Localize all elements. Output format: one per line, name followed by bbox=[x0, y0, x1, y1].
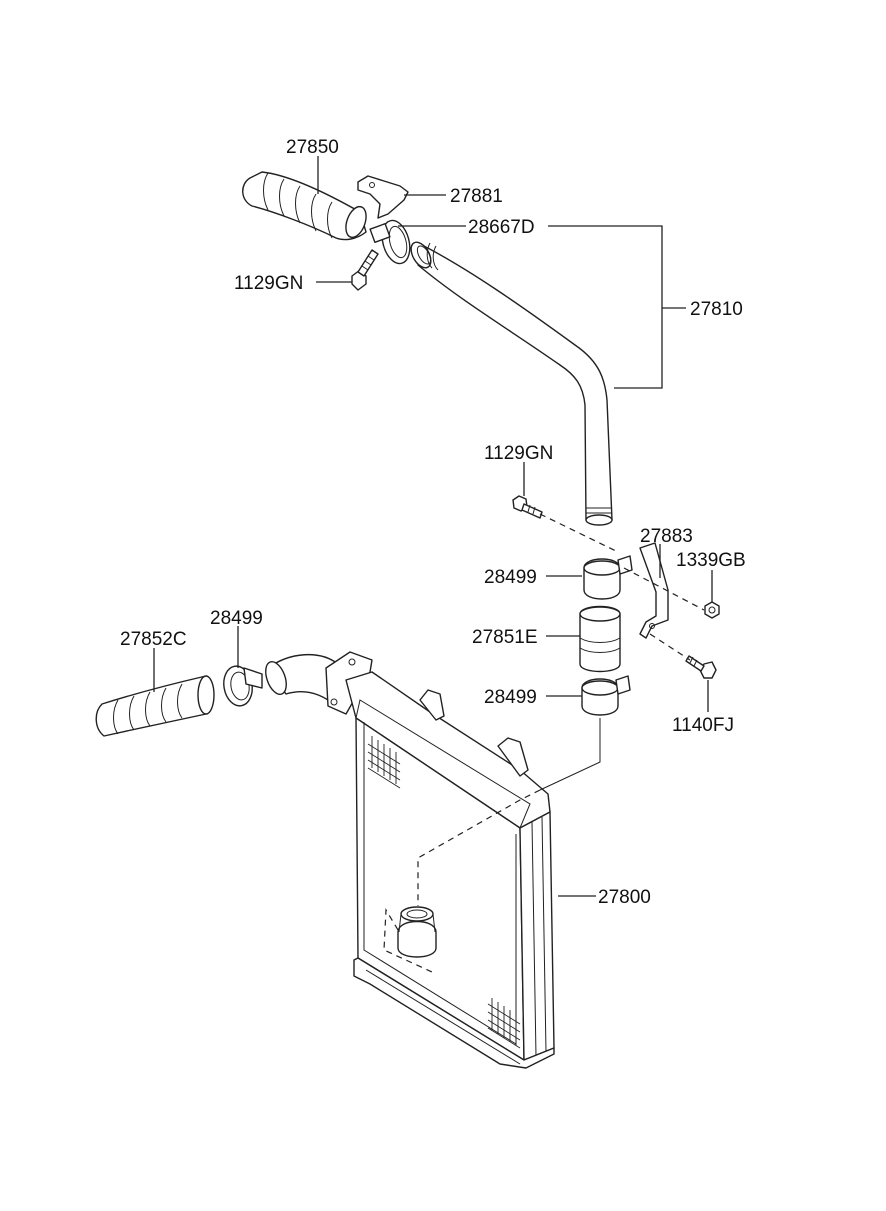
hose-left bbox=[95, 675, 215, 737]
label-clamp-mid-top: 28499 bbox=[484, 567, 537, 588]
hose-upper bbox=[242, 171, 367, 241]
label-bolt-lower: 1140FJ bbox=[672, 715, 734, 736]
label-bolt-upper: 1129GN bbox=[234, 273, 303, 294]
bolt-lower bbox=[685, 655, 717, 679]
bolt-mid bbox=[512, 495, 543, 519]
leader-lines bbox=[153, 156, 713, 897]
label-hose-upper: 27850 bbox=[286, 137, 339, 158]
label-bracket-mid: 27883 bbox=[640, 526, 693, 547]
label-clamp-mid-bottom: 28499 bbox=[484, 687, 537, 708]
clamp-upper bbox=[369, 219, 411, 265]
label-intercooler: 27800 bbox=[598, 887, 651, 908]
label-hose-mid: 27851E bbox=[472, 627, 538, 648]
bracket-upper bbox=[357, 175, 409, 219]
label-bracket-upper: 27881 bbox=[450, 186, 503, 207]
label-hose-left: 27852C bbox=[120, 629, 187, 650]
clamp-left bbox=[223, 665, 263, 707]
label-clamp-upper: 28667D bbox=[468, 217, 535, 238]
clamp-mid-bottom bbox=[581, 675, 631, 716]
hose-mid bbox=[579, 605, 621, 673]
bolt-upper bbox=[351, 249, 379, 291]
label-pipe-upper: 27810 bbox=[690, 299, 743, 320]
pipe-upper bbox=[410, 241, 613, 526]
bracket-mid bbox=[639, 542, 669, 639]
clamp-mid-top bbox=[583, 555, 633, 600]
nut bbox=[704, 601, 720, 619]
label-bolt-mid: 1129GN bbox=[484, 443, 553, 464]
assembly-lines bbox=[383, 513, 705, 973]
label-clamp-left: 28499 bbox=[210, 608, 263, 629]
label-nut: 1339GB bbox=[676, 550, 746, 571]
intercooler bbox=[265, 651, 555, 1069]
